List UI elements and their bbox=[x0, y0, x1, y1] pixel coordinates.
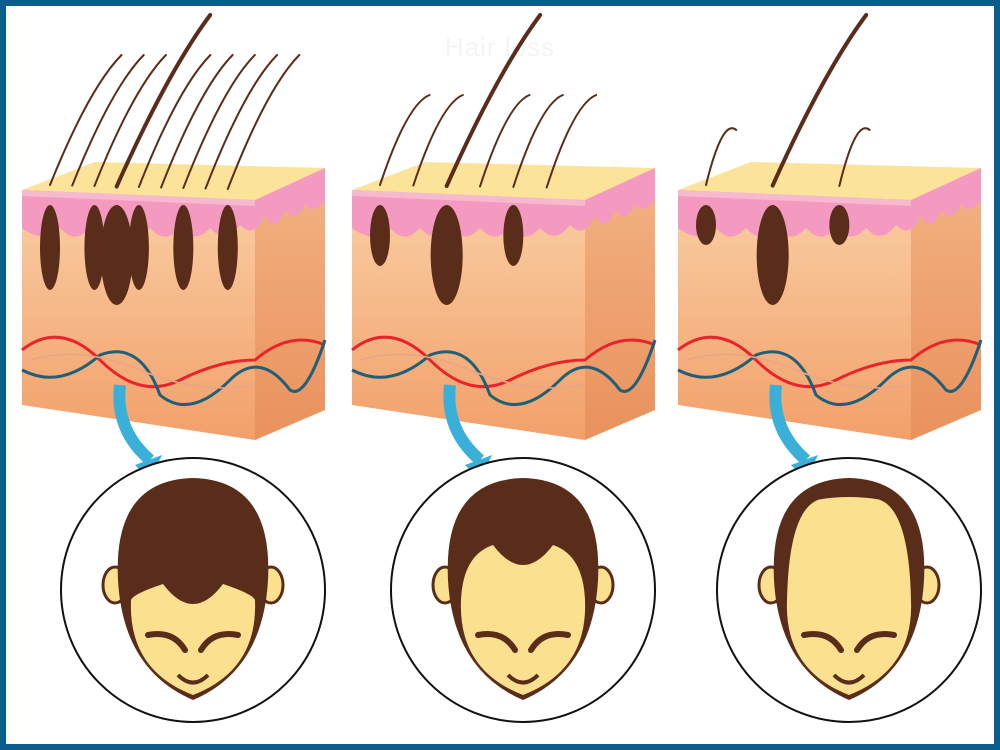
hair-strand bbox=[137, 54, 212, 188]
hair-strand bbox=[512, 94, 564, 188]
hair-strand bbox=[93, 54, 167, 187]
skin-surface bbox=[678, 162, 981, 200]
skin-front-face bbox=[22, 190, 255, 440]
hair-strand bbox=[182, 54, 256, 189]
skin-front-face bbox=[352, 190, 585, 440]
hair-follicle bbox=[217, 205, 238, 290]
hair-strand bbox=[479, 94, 531, 188]
bald-scalp bbox=[786, 497, 912, 695]
hair-follicle bbox=[173, 205, 194, 290]
hair-strand bbox=[838, 127, 871, 187]
hair-follicle bbox=[503, 205, 524, 266]
vein bbox=[351, 339, 657, 407]
hair-follicle bbox=[40, 205, 60, 290]
arrow-down bbox=[443, 384, 485, 465]
hair-strand bbox=[49, 54, 123, 186]
stage-panel-1 bbox=[21, 13, 327, 723]
hair-strand bbox=[204, 54, 279, 190]
vein bbox=[677, 339, 983, 407]
skin-front-face bbox=[678, 190, 911, 440]
arrow-down bbox=[113, 384, 155, 465]
artery bbox=[351, 335, 656, 389]
nose bbox=[506, 673, 540, 685]
hair-follicle bbox=[756, 205, 789, 305]
skin-surface bbox=[22, 162, 325, 200]
hair-strand bbox=[226, 54, 301, 190]
stage-panel-2 bbox=[351, 13, 657, 723]
eyebrows bbox=[145, 631, 241, 653]
artery bbox=[677, 335, 982, 389]
hair-follicle bbox=[430, 205, 463, 305]
hair-follicle bbox=[84, 205, 105, 290]
hair-strand bbox=[545, 94, 598, 189]
bald-scalp bbox=[460, 545, 586, 695]
hair-strand bbox=[412, 94, 464, 187]
watermark-title: Hair loss bbox=[444, 32, 556, 62]
hair-follicle bbox=[370, 205, 390, 266]
skin-surface bbox=[352, 162, 655, 200]
hair-strand bbox=[444, 13, 543, 188]
hair-strand bbox=[160, 54, 234, 189]
hair-follicle bbox=[829, 205, 850, 245]
nose bbox=[832, 673, 866, 685]
hair-follicle bbox=[128, 205, 149, 290]
hair-strand bbox=[379, 94, 431, 186]
vein bbox=[21, 339, 327, 407]
bald-scalp bbox=[130, 584, 256, 695]
eyebrows bbox=[475, 631, 571, 653]
hair-follicle bbox=[100, 205, 133, 305]
hair-strand bbox=[770, 13, 869, 188]
hair-strand bbox=[114, 13, 213, 189]
artery bbox=[21, 335, 326, 389]
eyebrows bbox=[801, 631, 897, 653]
arrow-down bbox=[769, 384, 811, 465]
hair-strand bbox=[705, 127, 738, 186]
hair-strand bbox=[71, 54, 145, 187]
stage-panel-3 bbox=[677, 13, 983, 723]
nose bbox=[176, 673, 210, 685]
hair-follicle bbox=[696, 205, 716, 245]
